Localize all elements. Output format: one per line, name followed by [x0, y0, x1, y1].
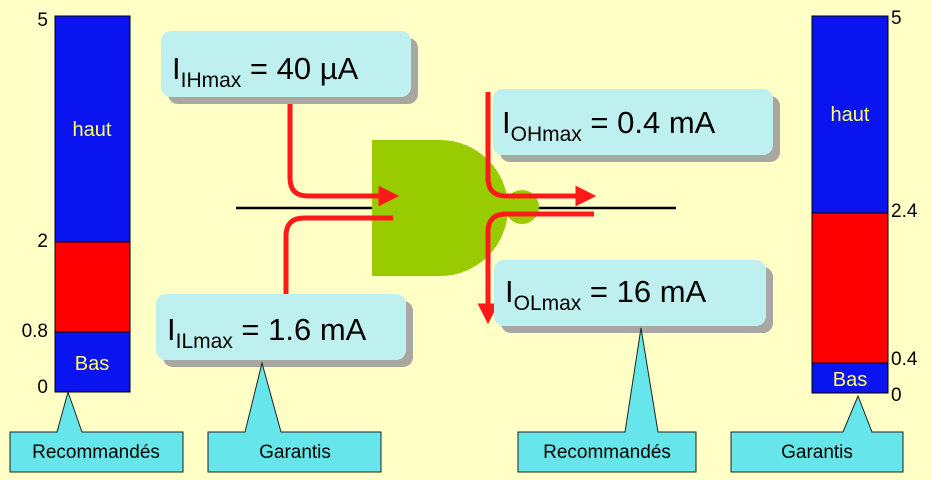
caption-output-currents-text: Recommandés [543, 442, 671, 463]
left-high-zone [54, 15, 131, 243]
left-tick-5: 5 [37, 10, 48, 31]
right-low-zone [811, 362, 889, 394]
callout-oh-text: IOHmax = 0.4 mA [502, 105, 716, 146]
right-high-label: haut [831, 104, 870, 126]
caption-input-currents-text: Garantis [259, 442, 331, 463]
left-forbidden-zone [54, 241, 131, 333]
left-tick-0: 0 [37, 377, 48, 398]
left-tick-0-8: 0.8 [22, 321, 48, 342]
callout-ih-text: IIHmax = 40 µA [172, 51, 359, 92]
arrow-il [275, 215, 393, 327]
right-high-zone [811, 15, 889, 214]
right-tick-0: 0 [891, 385, 902, 406]
right-tick-5: 5 [891, 8, 902, 29]
callout-ih: IIHmax = 40 µA [161, 31, 418, 104]
left-high-label: haut [73, 119, 112, 141]
right-low-label: Bas [833, 369, 867, 391]
left-low-zone [54, 331, 131, 393]
callout-ol-text: IOLmax = 16 mA [505, 274, 707, 315]
caption-right-scale: Garantis [730, 394, 904, 473]
caption-input-currents: Garantis [207, 361, 382, 473]
left-low-label: Bas [75, 353, 109, 375]
arrow-ih [287, 92, 400, 207]
caption-left-scale-text: Recommandés [32, 442, 160, 463]
callout-oh: IOHmax = 0.4 mA [493, 89, 780, 162]
current-arrows [275, 92, 597, 327]
caption-right-scale-text: Garantis [781, 442, 853, 463]
callout-il-text: IILmax = 1.6 mA [167, 312, 367, 353]
callout-il: IILmax = 1.6 mA [156, 294, 413, 367]
callout-ol: IOLmax = 16 mA [494, 260, 773, 333]
caption-left-scale: Recommandés [9, 390, 184, 473]
left-tick-2: 2 [37, 231, 48, 252]
right-forbidden-zone [811, 212, 889, 364]
right-level-bar: haut Bas 5 2.4 0.4 0 [811, 8, 918, 406]
caption-output-currents: Recommandés [517, 327, 697, 473]
left-level-bar: haut Bas 5 2 0.8 0 [22, 10, 131, 398]
right-tick-0-4: 0.4 [891, 349, 918, 370]
gate-body [372, 140, 508, 276]
right-tick-2-4: 2.4 [891, 201, 918, 222]
arrow-ol [477, 211, 594, 325]
arrow-oh [485, 92, 597, 207]
